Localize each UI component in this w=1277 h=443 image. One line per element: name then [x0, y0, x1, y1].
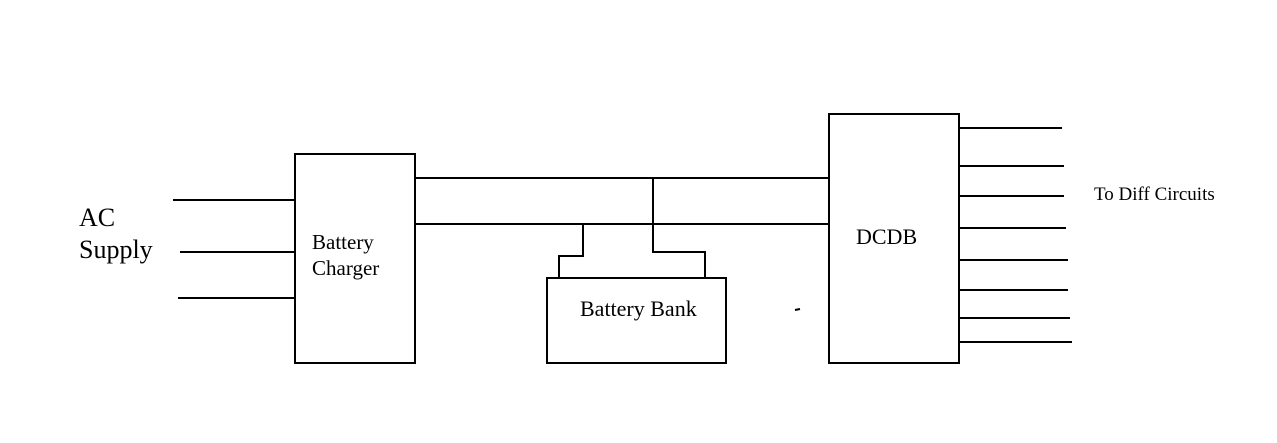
battery-charger-label-line-2: Charger: [312, 256, 380, 280]
stray-mark: [794, 308, 801, 311]
ac-supply-input-lines: [173, 199, 297, 299]
battery-charger-box: [294, 153, 416, 364]
battery-bank-tap-right: [652, 178, 706, 278]
outputs-label: To Diff Circuits: [1094, 184, 1215, 205]
battery-bank-tap-left: [558, 224, 584, 278]
ac-supply-label-line-1: AC: [79, 203, 116, 232]
battery-charger-label: Battery Charger: [312, 229, 379, 281]
battery-charger-label-line-1: Battery: [312, 230, 374, 254]
ac-supply-label: AC Supply: [79, 202, 153, 266]
dcdb-label: DCDB: [856, 224, 918, 249]
dcdb-box: [828, 113, 960, 364]
battery-bank-label: Battery Bank: [580, 296, 697, 321]
output-circuit-lines: [959, 127, 1072, 343]
battery-bank-connections: [558, 178, 706, 278]
ac-supply-label-line-2: Supply: [79, 235, 153, 264]
dc-bus-lines: [415, 177, 830, 225]
battery-bank-box: [546, 277, 727, 364]
